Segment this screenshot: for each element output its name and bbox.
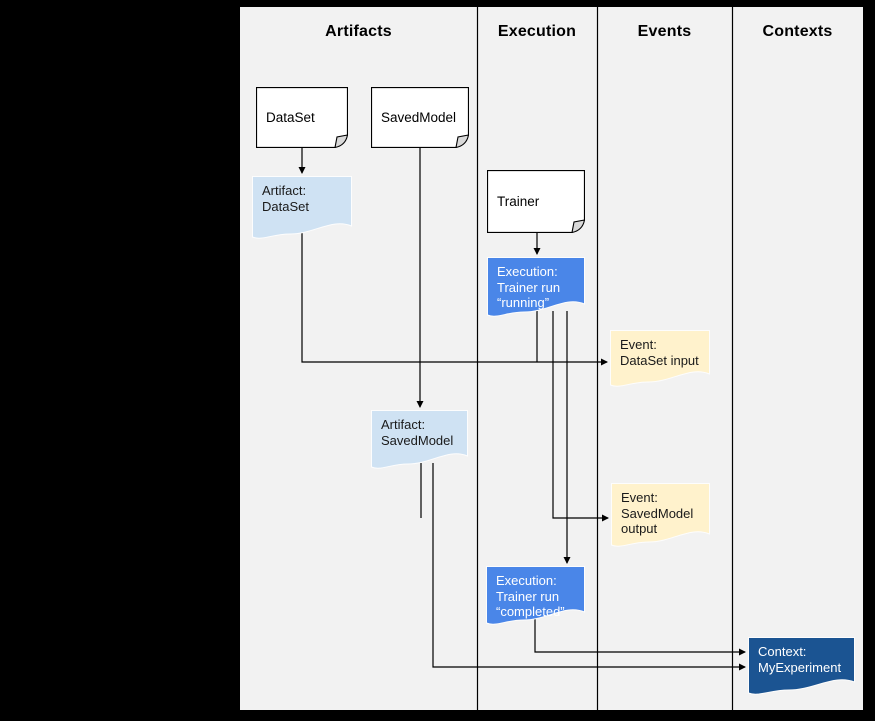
tape-shape-icon bbox=[748, 637, 855, 695]
folded-page-icon bbox=[487, 170, 585, 233]
column-header-contexts: Contexts bbox=[762, 23, 833, 40]
document-node-label: Trainer bbox=[497, 194, 540, 209]
note-context-myexperiment: Context: MyExperiment bbox=[748, 637, 855, 698]
edge-execution-running-to-event-savedmodel-output bbox=[552, 311, 609, 522]
note-execution-completed: Execution: Trainer run “completed” bbox=[486, 566, 585, 628]
note-text: Event: DataSet input bbox=[620, 337, 699, 368]
document-node-savedmodel: SavedModel bbox=[371, 87, 469, 148]
tape-shape-icon bbox=[371, 410, 468, 469]
connector-layer bbox=[298, 7, 746, 710]
document-node-trainer: Trainer bbox=[487, 170, 585, 233]
note-event-savedmodel-output: Event: SavedModel output bbox=[611, 483, 710, 550]
note-artifact-dataset: Artifact: DataSet bbox=[252, 176, 352, 242]
folded-page-icon bbox=[256, 87, 348, 148]
edge-artifact-dataset-to-event-dataset-input bbox=[301, 233, 608, 366]
tape-shape-icon bbox=[487, 257, 585, 317]
edge-artifact-savedmodel-to-context bbox=[432, 463, 746, 671]
note-text: Event: SavedModel output bbox=[621, 490, 694, 536]
note-execution-running: Execution: Trainer run “running” bbox=[487, 257, 585, 320]
column-header-events: Events bbox=[637, 23, 692, 40]
tape-shape-icon bbox=[486, 566, 585, 625]
note-text: Artifact: SavedModel bbox=[381, 417, 454, 448]
note-text: Execution: Trainer run “completed” bbox=[496, 573, 565, 619]
column-header-execution: Execution bbox=[497, 23, 577, 40]
note-event-dataset-input: Event: DataSet input bbox=[610, 330, 710, 390]
document-node-label: DataSet bbox=[266, 110, 315, 125]
document-node-dataset: DataSet bbox=[256, 87, 348, 148]
tape-shape-icon bbox=[611, 483, 710, 547]
note-artifact-savedmodel: Artifact: SavedModel bbox=[371, 410, 468, 472]
swimlane-diagram: Artifacts Execution Events Contexts Data… bbox=[240, 7, 863, 710]
tape-shape-icon bbox=[610, 330, 710, 387]
document-node-label: SavedModel bbox=[381, 110, 457, 125]
note-text: Artifact: DataSet bbox=[262, 183, 309, 214]
note-text: Execution: Trainer run “running” bbox=[497, 264, 561, 310]
note-text: Context: MyExperiment bbox=[758, 644, 842, 675]
folded-page-icon bbox=[371, 87, 469, 148]
column-header-artifacts: Artifacts bbox=[325, 23, 392, 40]
tape-shape-icon bbox=[252, 176, 352, 239]
edge-execution-completed-to-context bbox=[534, 619, 746, 656]
